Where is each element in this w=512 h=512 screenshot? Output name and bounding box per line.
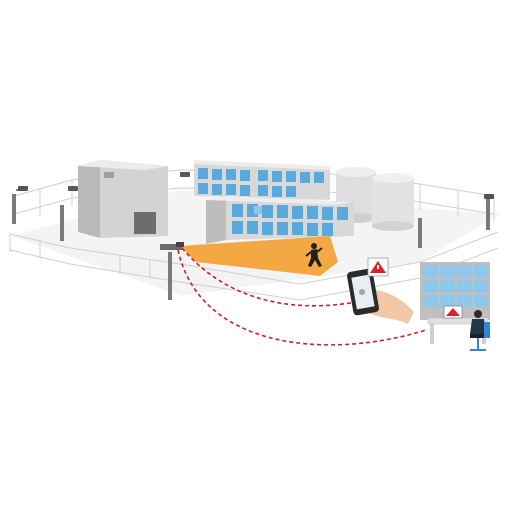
- warehouse-building: [78, 160, 168, 238]
- warning-triangle-icon: [367, 257, 389, 277]
- warning-triangle-icon: [446, 308, 460, 316]
- camera-icon: [16, 186, 28, 191]
- camera-icon: [68, 186, 78, 191]
- signal-path-to-phone: [181, 247, 357, 307]
- smartphone-icon: [347, 268, 414, 324]
- storage-tank: [372, 173, 414, 231]
- camera-icon: [484, 194, 494, 199]
- intruder-icon: [305, 243, 323, 267]
- operator-icon: [470, 310, 490, 351]
- signal-path-to-control-room: [177, 249, 427, 346]
- camera-icon: [180, 172, 190, 177]
- radar-sensor-icon: [160, 242, 184, 250]
- fence-post: [168, 252, 172, 300]
- camera-icon: [254, 206, 262, 214]
- detection-zone: [180, 236, 338, 276]
- back-office-building: [194, 160, 330, 200]
- front-office-building: [206, 196, 354, 244]
- control-desk: [427, 305, 489, 344]
